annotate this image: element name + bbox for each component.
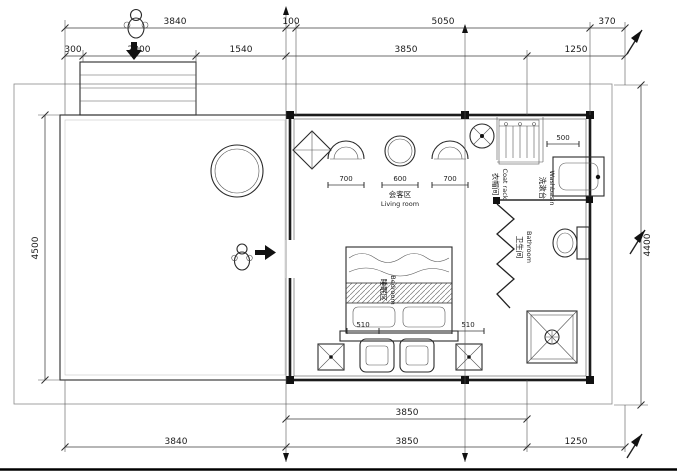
shower [526,310,578,364]
round-table [384,135,416,167]
coat-rack-label: 衣帽间 Coat rack [491,168,509,199]
entry-arrow-down [126,42,142,60]
building-walls [285,113,592,382]
dim-top2-1250: 1250 [565,45,588,55]
bed-pillow-left [352,306,396,328]
person-figure-entry [231,243,253,271]
entry-door-opening [285,240,295,278]
washbasin-label-zh: 洗漱台 [538,177,548,200]
dim-bottom2-3840: 3840 [165,437,188,447]
dim-bedside-right-510: 510 [461,321,474,329]
site-boundary [13,83,613,405]
entry-arrow-right [255,245,276,260]
bed-pillow-right [402,306,446,328]
dim-bottom2-3850: 3850 [396,437,419,447]
bed-headboard [339,330,459,342]
bedroom-label-zh: 睡眠区 [379,279,388,302]
dim-washbasin-500: 500 [556,134,569,142]
washbasin [552,156,605,197]
entrance-steps [79,61,197,116]
bedroom-label-en: Bedroom [389,275,397,304]
curved-sofa-right [431,140,469,160]
dim-bottom-3850: 3850 [396,408,419,418]
dim-top-100: 100 [282,17,299,27]
north-arrow-middle [629,229,646,255]
bathroom-label-zh: 卫生间 [515,236,525,259]
diamond-decor [292,130,332,170]
bedside-table-right [455,343,483,371]
dim-table-600: 600 [393,175,406,183]
living-room-label-zh: 会客区 [389,189,412,199]
dim-top-5050: 5050 [432,17,455,27]
bathroom-label: 卫生间 Bathroom [515,231,533,263]
dim-sofa-left-700: 700 [339,175,352,183]
axis-lines [283,6,468,462]
bed-blanket [345,282,453,304]
coat-rack-label-en: Coat rack [501,168,509,199]
north-arrow-top [626,29,643,55]
dim-top2-1540: 1540 [230,45,253,55]
armchair-right [399,338,435,373]
zigzag-partition [496,203,515,309]
person-figure-top [123,8,149,39]
dim-top2-3850: 3850 [395,45,418,55]
dim-right-4400: 4400 [643,233,653,256]
dim-top2-300: 300 [64,45,81,55]
washbasin-label-en: Washbasin [548,171,556,206]
dim-left-4500: 4500 [31,236,41,259]
coat-rack [498,119,540,165]
washbasin-label: 洗漱台 Washbasin [538,171,556,206]
dim-sofa-right-700: 700 [443,175,456,183]
dim-top-3840: 3840 [164,17,187,27]
dim-bedside-left-510: 510 [356,321,369,329]
living-room-label: 会客区 Living room [381,189,419,208]
armchair-left [359,338,395,373]
deck [59,114,291,381]
coat-rack-label-zh: 衣帽间 [491,173,501,196]
dimension-texts: 3840 100 5050 370 300 2000 1540 3850 125… [31,17,653,447]
bedside-table-left [317,343,345,371]
interior-partitions [496,117,590,201]
fan-symbol [469,123,495,149]
living-room-label-en: Living room [381,200,419,208]
deck-round-table [210,144,264,198]
dim-top-370: 370 [598,17,615,27]
north-arrow-bottom [626,433,643,459]
bed [339,246,459,342]
dimension-lines [38,20,648,452]
bedroom-label: 睡眠区 Bedroom [379,275,397,304]
bathroom-label-en: Bathroom [525,231,533,263]
toilet [552,226,590,260]
curved-sofa-left [327,140,365,160]
dim-bottom2-1250: 1250 [565,437,588,447]
